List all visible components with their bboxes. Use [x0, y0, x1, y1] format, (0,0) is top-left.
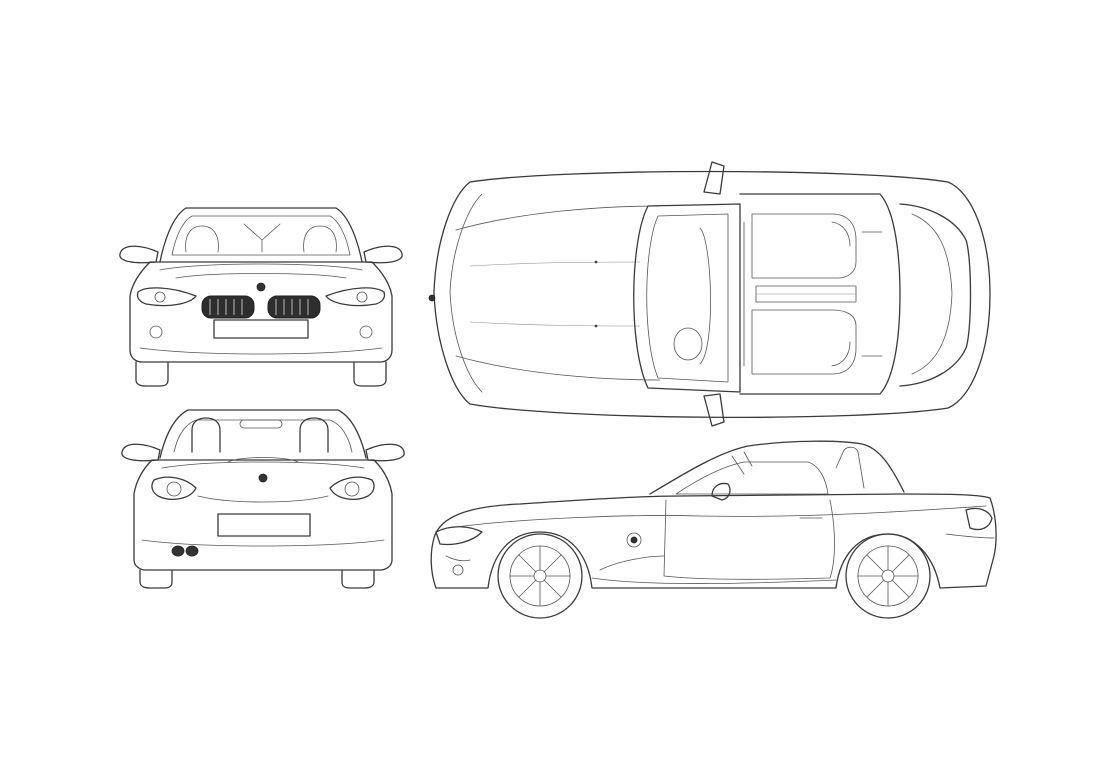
car-front-view-icon: [119, 207, 403, 387]
car-top-view-icon: [428, 161, 991, 427]
car-side-view-icon: [430, 440, 997, 619]
car-rear-view-icon: [121, 409, 405, 589]
blueprint-sheet: [119, 161, 997, 619]
